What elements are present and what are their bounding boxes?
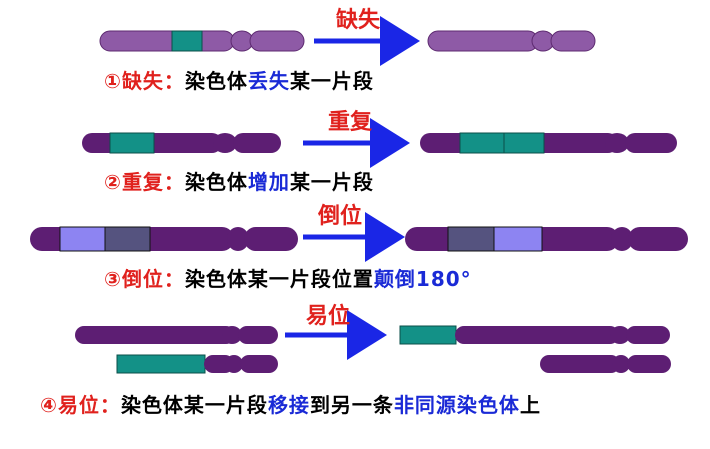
chromosome-original	[82, 132, 281, 154]
caption-number: ③	[104, 267, 122, 291]
chromosome-original-top	[75, 326, 278, 344]
arm-right	[240, 355, 278, 373]
segment-teal	[399, 325, 457, 345]
arrow-label-deletion: 缺失	[336, 7, 381, 33]
chromosome-result-top	[399, 325, 670, 345]
arm-right	[550, 30, 596, 52]
chromosome-result	[405, 226, 688, 252]
arm-right	[238, 326, 278, 344]
chromosome-original	[99, 30, 305, 52]
arm-left	[427, 30, 539, 52]
centromere-bulge	[605, 133, 629, 153]
caption-text: 染色体某一片段位置	[184, 267, 374, 291]
caption-text-end: 某一片段	[289, 69, 374, 93]
segment-b	[104, 226, 151, 252]
arm-right	[626, 326, 670, 344]
segment-teal	[116, 354, 206, 374]
arm-left	[99, 30, 235, 52]
segment	[109, 132, 155, 154]
centromere-bulge	[612, 355, 630, 373]
caption-text: 染色体某一片段	[120, 393, 268, 417]
caption-number: ①	[104, 69, 122, 93]
caption-keyword-2: 非同源染色体	[393, 393, 520, 417]
caption-type: 易位：	[57, 393, 121, 417]
caption-translocation: ④易位：染色体某一片段移接到另一条非同源染色体上	[40, 389, 541, 418]
chromosome-original-bottom	[116, 354, 278, 374]
arm-left	[455, 326, 619, 344]
caption-text-end: 上	[519, 393, 541, 417]
caption-number: ②	[104, 170, 122, 194]
caption-inversion: ③倒位：染色体某一片段位置颠倒180°	[104, 263, 472, 292]
chromosome-result	[427, 30, 596, 52]
caption-text: 染色体	[184, 170, 248, 194]
row-translocation	[75, 310, 671, 374]
row-deletion	[99, 16, 596, 66]
segment-deleted	[171, 30, 203, 52]
caption-deletion: ①缺失：染色体丢失某一片段	[104, 65, 374, 94]
centromere-bulge	[225, 355, 243, 373]
caption-keyword: 移接	[267, 393, 310, 417]
caption-keyword: 丢失	[247, 69, 290, 93]
caption-keyword: 增加	[247, 170, 290, 194]
arm-right	[249, 30, 305, 52]
caption-number: ④	[40, 393, 58, 417]
caption-type: 倒位：	[121, 267, 185, 291]
caption-type: 缺失：	[121, 69, 185, 93]
row-inversion	[30, 212, 688, 262]
caption-text-end: 某一片段	[289, 170, 374, 194]
caption-keyword: 颠倒180°	[373, 267, 472, 291]
chromosome-result-bottom	[540, 355, 671, 373]
caption-text-mid: 到另一条	[309, 393, 394, 417]
centromere-bulge	[610, 326, 630, 344]
segment-a	[59, 226, 106, 252]
caption-duplication: ②重复：染色体增加某一片段	[104, 166, 374, 195]
arm-left	[75, 326, 235, 344]
row-duplication	[82, 118, 677, 168]
arm-left	[540, 355, 620, 373]
centromere-bulge	[611, 227, 633, 251]
arm-right	[628, 227, 688, 251]
arm-right	[625, 133, 677, 153]
centromere-bulge	[213, 133, 237, 153]
arm-right	[627, 355, 671, 373]
arm-right	[233, 133, 281, 153]
chromosome-original	[30, 226, 298, 252]
caption-text: 染色体	[184, 69, 248, 93]
arrow-label-translocation: 易位	[306, 303, 351, 329]
chromosome-result	[420, 132, 677, 154]
arrow-label-duplication: 重复	[328, 109, 373, 135]
segment-b	[447, 226, 495, 252]
segment-duplicate	[503, 132, 545, 154]
arm-right	[244, 227, 298, 251]
centromere-bulge	[227, 227, 249, 251]
caption-type: 重复：	[121, 170, 185, 194]
arrow-label-inversion: 倒位	[318, 203, 363, 229]
segment	[459, 132, 505, 154]
centromere-bulge	[222, 326, 242, 344]
segment-a	[493, 226, 543, 252]
